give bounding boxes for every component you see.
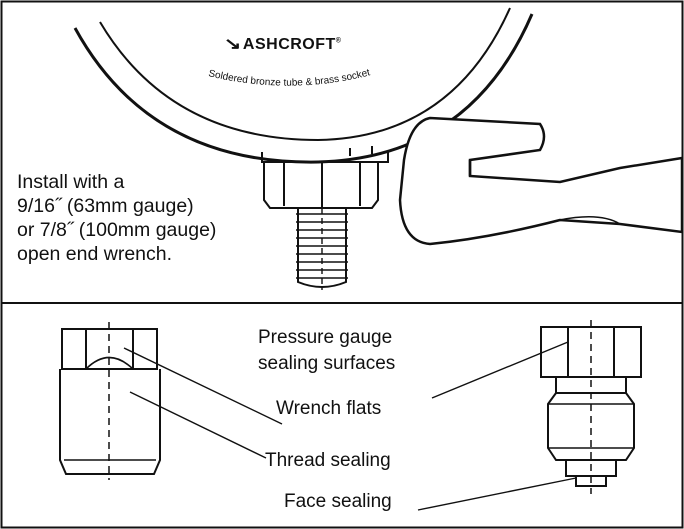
label-sealing-surfaces-line1: Pressure gauge <box>258 327 393 348</box>
face-seal-fitting-icon <box>540 320 642 494</box>
brand-logo: ↘ASHCROFT® <box>223 34 342 54</box>
label-thread-sealing: Thread sealing <box>265 450 391 471</box>
leader-sealing-surfaces-left <box>123 347 283 425</box>
brand-mark-icon: ↘ <box>223 36 242 53</box>
threaded-socket-icon <box>59 322 161 480</box>
open-end-wrench-icon <box>398 116 684 246</box>
install-instructions: Install with a 9/16˝ (63mm gauge) or 7/8… <box>17 170 216 266</box>
install-line-3: or 7/8˝ (100mm gauge) <box>17 219 217 241</box>
label-wrench-flats: Wrench flats <box>276 398 382 419</box>
dial-tagline-text: Soldered bronze tube & brass socket <box>207 67 371 88</box>
gauge-dial-icon <box>73 7 534 164</box>
install-line-2: 9/16˝ (63mm gauge) <box>17 195 194 217</box>
install-line-4: open end wrench. <box>17 243 173 265</box>
brand-name: ASHCROFT <box>242 36 336 53</box>
leader-lines <box>123 341 577 511</box>
registered-mark: ® <box>335 37 342 45</box>
label-face-sealing: Face sealing <box>284 491 392 512</box>
label-sealing-surfaces-line2: sealing surfaces <box>258 353 396 374</box>
leader-thread-sealing <box>129 391 267 459</box>
leader-face-sealing <box>417 477 577 511</box>
gauge-socket-icon <box>263 162 379 290</box>
leader-sealing-surfaces-right <box>431 341 569 399</box>
install-line-1: Install with a <box>17 171 125 193</box>
